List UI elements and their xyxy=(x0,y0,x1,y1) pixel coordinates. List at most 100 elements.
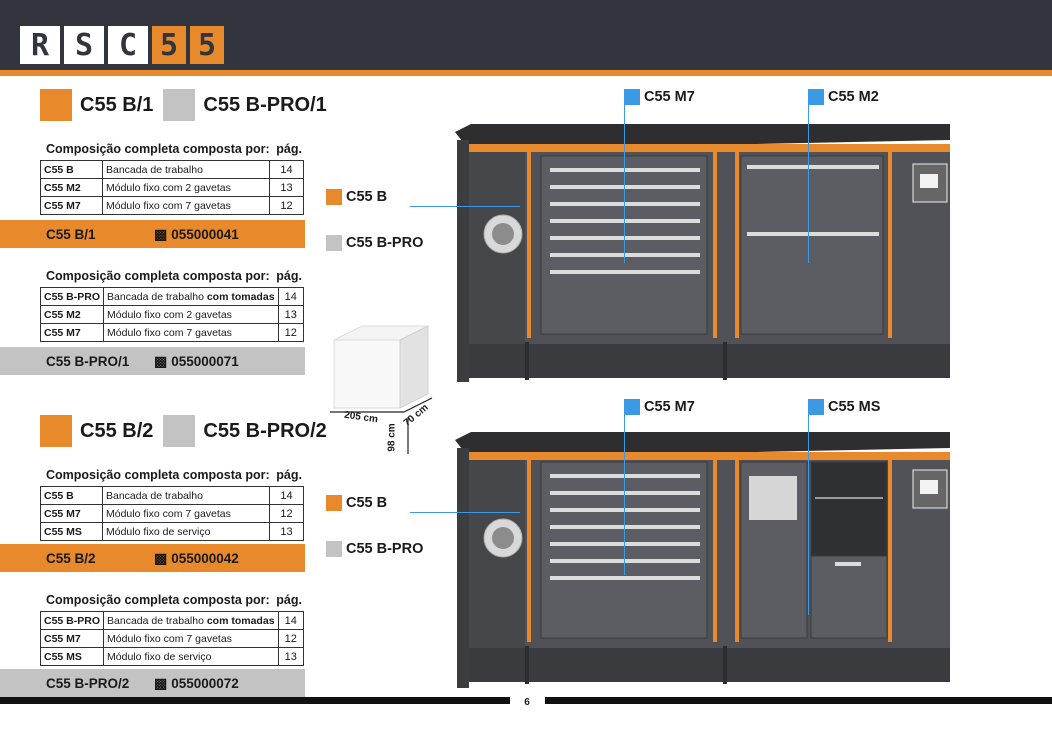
callout-label: C55 B xyxy=(346,495,388,511)
composition-heading-text: Composição completa composta por: xyxy=(46,468,270,482)
logo-letter: C xyxy=(108,26,148,64)
workbench-2-image xyxy=(455,432,950,688)
composition-heading-text: Composição completa composta por: xyxy=(46,269,270,283)
item-code: C55 MS xyxy=(39,647,105,666)
set2-title-b: C55 B-PRO/2 xyxy=(203,419,327,442)
callout-line xyxy=(808,103,809,263)
blue-marker xyxy=(624,399,640,415)
set-code: C55 B-PRO/2 xyxy=(46,675,130,691)
item-desc: Bancada de trabalho xyxy=(102,486,270,505)
set-code: C55 B/1 xyxy=(46,226,96,242)
item-code: C55 M2 xyxy=(39,305,105,324)
item-desc: Módulo fixo com 7 gavetas xyxy=(102,504,270,523)
callout-c55-m2: C55 M2 xyxy=(808,89,879,105)
set2-title: C55 B/2 C55 B-PRO/2 xyxy=(40,415,327,447)
callout-c55-b: C55 B xyxy=(326,189,387,205)
set1-order-bar-2: C55 B-PRO/1 ▩ 055000071 xyxy=(0,347,305,375)
callout-line xyxy=(624,103,625,263)
grey-swatch xyxy=(163,415,196,447)
logo-letter: S xyxy=(64,26,104,64)
item-page: 13 xyxy=(277,305,305,324)
page-column-label: pág. xyxy=(276,468,302,482)
orange-marker xyxy=(326,495,342,511)
callout-label: C55 M2 xyxy=(828,89,879,105)
callout-label: C55 M7 xyxy=(644,89,695,105)
item-desc: Bancada de trabalho xyxy=(102,160,270,179)
item-desc: Módulo fixo com 7 gavetas xyxy=(102,196,270,215)
item-desc: Bancada de trabalho com tomadas xyxy=(103,287,279,306)
callout-line xyxy=(410,206,520,207)
composition-heading: Composição completa composta por: pág. xyxy=(40,468,306,486)
cube-illustration xyxy=(330,325,433,454)
item-desc-text: Bancada de trabalho xyxy=(107,290,207,303)
composition-heading: Composição completa composta por: pág. xyxy=(40,269,306,287)
item-code: C55 M7 xyxy=(40,196,103,215)
page-number: 6 xyxy=(524,697,530,708)
logo-letter: R xyxy=(20,26,60,64)
order-number: 055000071 xyxy=(171,353,239,369)
item-code: C55 M2 xyxy=(40,178,103,197)
item-page: 13 xyxy=(269,522,304,541)
orange-marker xyxy=(326,189,342,205)
item-code: C55 MS xyxy=(40,522,103,541)
callout-label: C55 B-PRO xyxy=(346,541,424,557)
set2-order-bar-1: C55 B/2 ▩ 055000042 xyxy=(0,544,305,572)
callout-label: C55 MS xyxy=(828,399,881,415)
dimension-height: 98 cm xyxy=(386,423,398,452)
footer-rule-right xyxy=(545,697,1052,704)
item-desc: Módulo fixo com 2 gavetas xyxy=(102,178,270,197)
item-code: C55 B xyxy=(40,486,103,505)
callout-label: C55 B-PRO xyxy=(346,235,424,251)
set2-title-a: C55 B/2 xyxy=(80,419,154,442)
composition-heading: Composição completa composta por: pág. xyxy=(40,142,306,160)
callout-line xyxy=(624,415,625,575)
header-accent-line xyxy=(0,70,1052,76)
cart-icon: ▩ xyxy=(154,352,168,369)
set2-composition-2: Composição completa composta por: pág. C… xyxy=(39,593,306,666)
orange-swatch xyxy=(40,89,72,121)
blue-marker xyxy=(808,89,824,105)
set1-title-a: C55 B/1 xyxy=(80,93,154,116)
item-page: 13 xyxy=(277,647,305,666)
item-page: 14 xyxy=(269,160,304,179)
set1-order-bar-1: C55 B/1 ▩ 055000041 xyxy=(0,220,305,248)
composition-heading-text: Composição completa composta por: xyxy=(46,593,270,607)
set1-composition-1: Composição completa composta por: pág. C… xyxy=(40,142,306,215)
item-page: 14 xyxy=(269,486,304,505)
dimension-cube: 205 cm 70 cm 98 cm xyxy=(320,320,440,460)
callout-c55-m7: C55 M7 xyxy=(624,89,695,105)
orange-swatch xyxy=(40,415,72,447)
item-page: 12 xyxy=(277,323,305,342)
set2-composition-1: Composição completa composta por: pág. C… xyxy=(40,468,306,541)
callout-c55-b-pro: C55 B-PRO xyxy=(326,541,423,557)
item-desc: Módulo fixo de serviço xyxy=(102,522,270,541)
item-desc-emphasis: com tomadas xyxy=(206,614,275,627)
item-page: 13 xyxy=(269,178,304,197)
cart-icon: ▩ xyxy=(154,674,168,691)
item-page: 14 xyxy=(277,287,305,306)
cart-icon: ▩ xyxy=(154,549,168,566)
logo-letter: 5 xyxy=(152,26,186,64)
rsc55-logo: R S C 5 5 xyxy=(20,26,224,64)
item-desc-text: Bancada de trabalho xyxy=(107,614,207,627)
item-desc-emphasis: com tomadas xyxy=(206,290,275,303)
item-desc: Módulo fixo de serviço xyxy=(103,647,279,666)
item-page: 12 xyxy=(277,629,305,648)
item-code: C55 B-PRO xyxy=(39,611,105,630)
set1-title-b: C55 B-PRO/1 xyxy=(203,93,327,116)
callout-c55-b: C55 B xyxy=(326,495,387,511)
set-code: C55 B/2 xyxy=(46,550,96,566)
item-code: C55 M7 xyxy=(39,629,105,648)
callout-line xyxy=(808,415,809,615)
item-desc: Módulo fixo com 7 gavetas xyxy=(103,323,279,342)
